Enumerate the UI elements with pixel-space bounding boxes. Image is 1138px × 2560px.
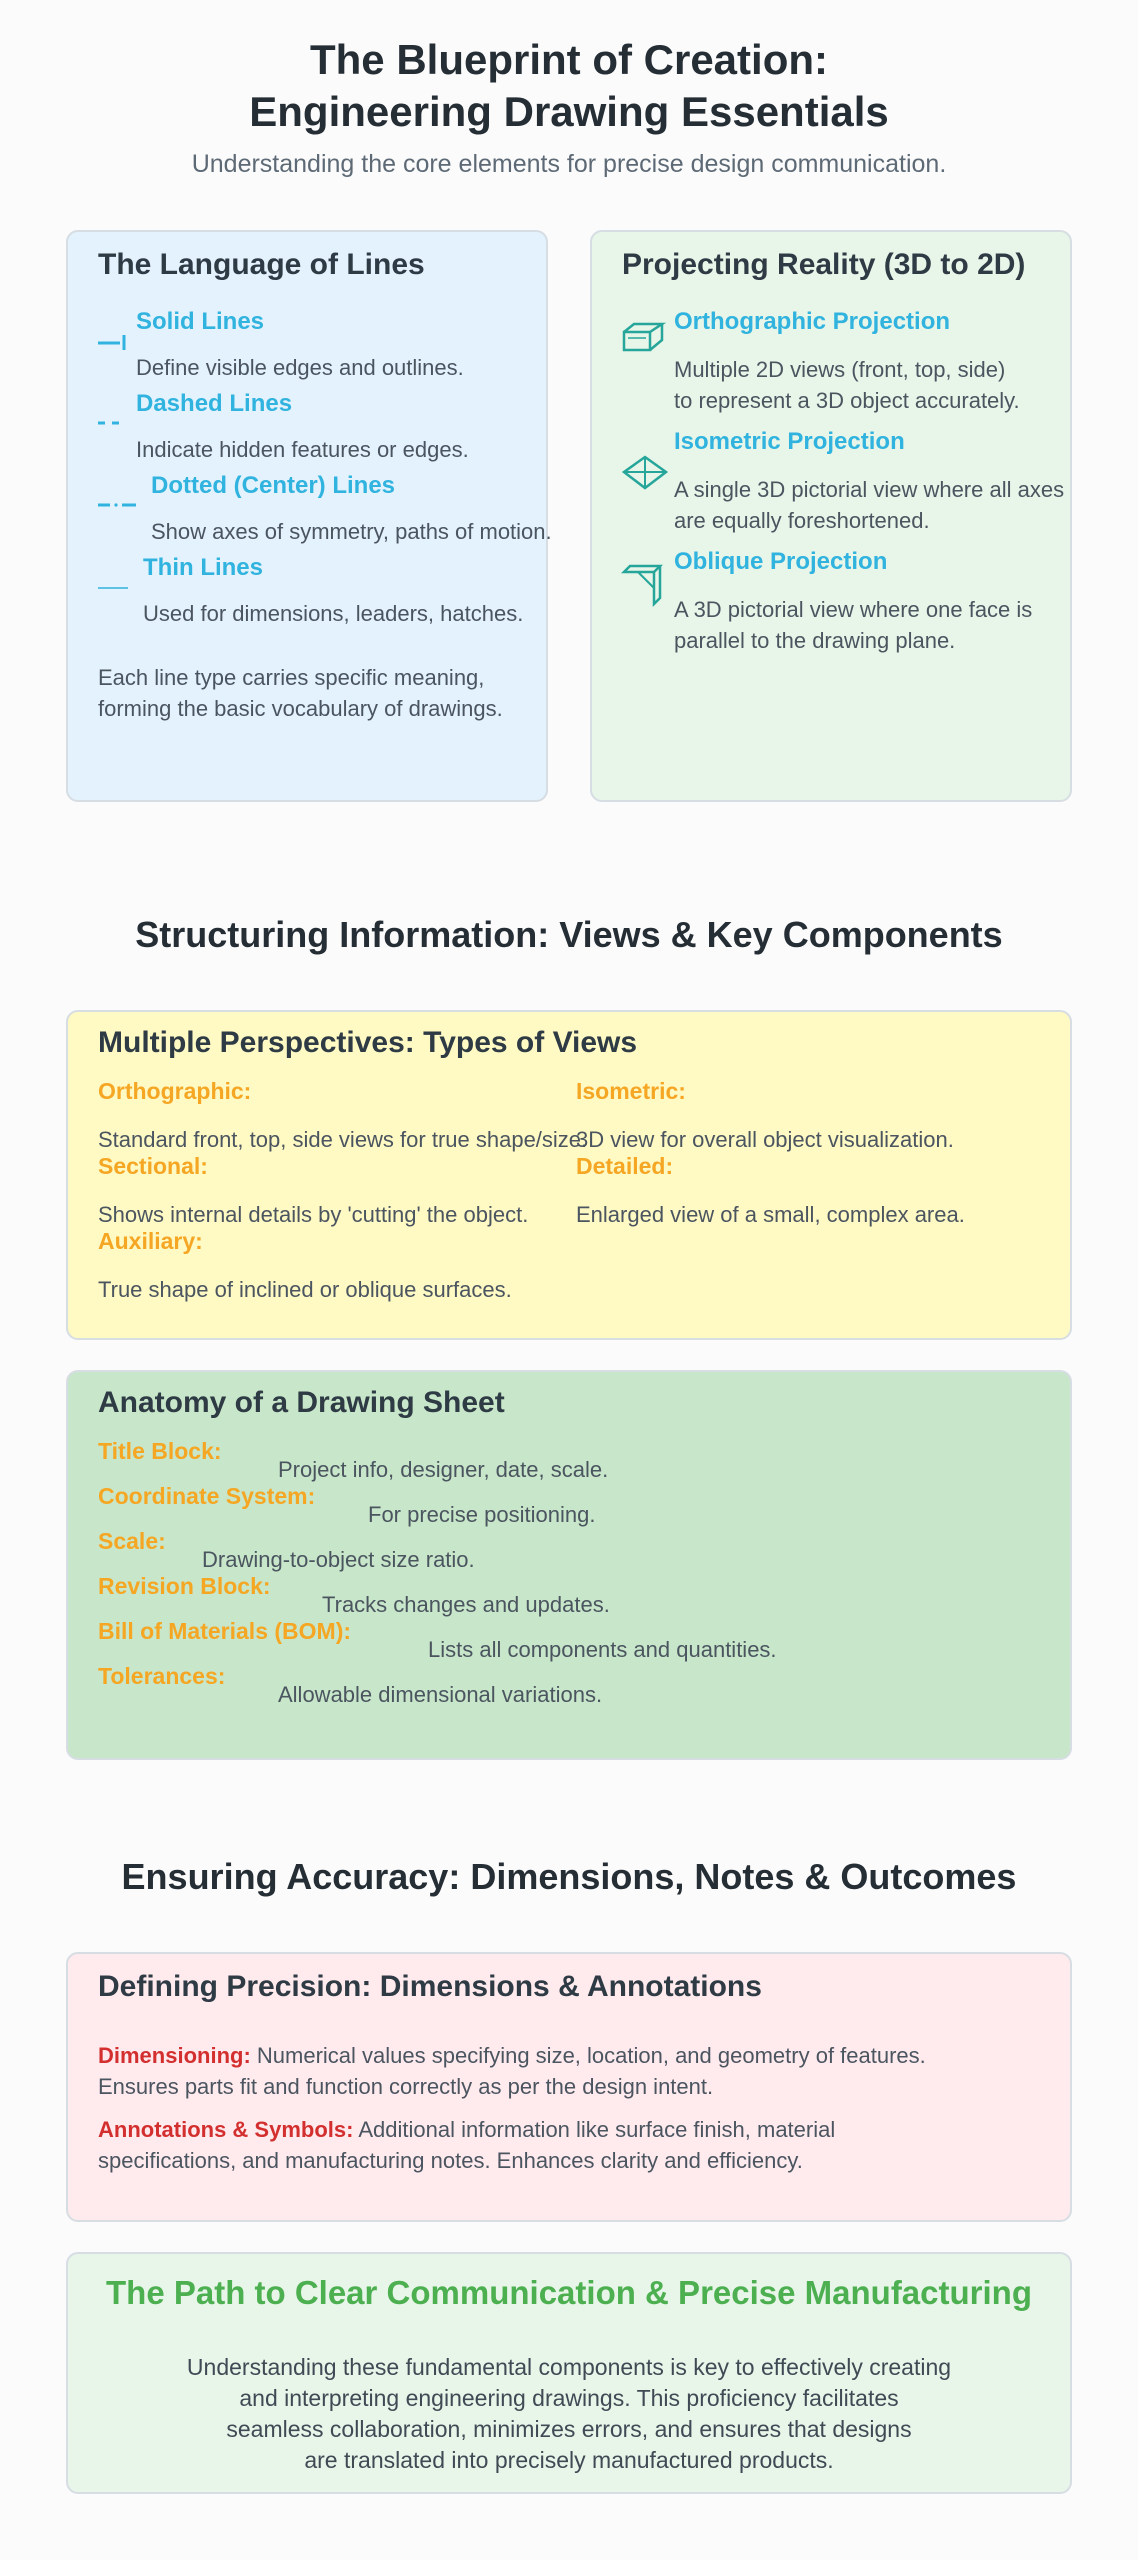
solid-lines-desc: Define visible edges and outlines. xyxy=(136,355,464,380)
orthographic-desc-line1: Multiple 2D views (front, top, side) xyxy=(674,357,1006,382)
sheet-label-bom: Bill of Materials (BOM): xyxy=(98,1618,352,1644)
solid-lines-label: Solid Lines xyxy=(136,308,265,335)
view-desc-auxiliary: True shape of inclined or oblique surfac… xyxy=(98,1277,512,1302)
sheet-label-tolerances: Tolerances: xyxy=(98,1663,226,1689)
path-paragraph: Understanding these fundamental componen… xyxy=(68,2352,1070,2476)
page-subtitle: Understanding the core elements for prec… xyxy=(191,150,947,178)
path-card: The Path to Clear Communication & Precis… xyxy=(66,2252,1072,2494)
view-desc-sectional: Shows internal details by 'cutting' the … xyxy=(98,1202,529,1227)
view-label-sectional: Sectional: xyxy=(98,1153,208,1179)
sheet-desc-scale: Drawing-to-object size ratio. xyxy=(202,1547,475,1572)
center-lines-label: Dotted (Center) Lines xyxy=(151,472,396,499)
oblique-desc-line2: parallel to the drawing plane. xyxy=(674,628,956,653)
thin-lines-desc: Used for dimensions, leaders, hatches. xyxy=(143,601,524,626)
view-label-orthographic: Orthographic: xyxy=(98,1078,252,1104)
lines-card: The Language of Lines Solid Lines Define… xyxy=(66,230,552,802)
precision-card-title: Defining Precision: Dimensions & Annotat… xyxy=(98,1970,762,2003)
sheet-label-revision-block: Revision Block: xyxy=(98,1573,271,1599)
view-label-auxiliary: Auxiliary: xyxy=(98,1228,203,1254)
sheet-desc-revision-block: Tracks changes and updates. xyxy=(322,1592,610,1617)
orthographic-desc-line2: to represent a 3D object accurately. xyxy=(674,388,1020,413)
page-title-line2: Engineering Drawing Essentials xyxy=(249,88,889,135)
view-desc-detailed: Enlarged view of a small, complex area. xyxy=(576,1202,965,1227)
thin-line-icon xyxy=(98,576,132,601)
dimensioning-line1: Dimensioning: Numerical values specifyin… xyxy=(98,2040,1048,2071)
sheet-desc-title-block: Project info, designer, date, scale. xyxy=(278,1457,609,1482)
path-line-3: seamless collaboration, minimizes errors… xyxy=(226,2416,912,2442)
precision-card: Defining Precision: Dimensions & Annotat… xyxy=(66,1952,1072,2222)
orthographic-icon xyxy=(620,318,667,363)
oblique-label: Oblique Projection xyxy=(674,548,888,575)
sheet-card: Anatomy of a Drawing Sheet Title Block: … xyxy=(66,1370,1072,1760)
view-label-isometric: Isometric: xyxy=(576,1078,686,1104)
sheet-card-title: Anatomy of a Drawing Sheet xyxy=(98,1386,505,1419)
thin-lines-label: Thin Lines xyxy=(143,554,263,581)
views-card-title: Multiple Perspectives: Types of Views xyxy=(98,1026,638,1059)
views-card: Multiple Perspectives: Types of Views Or… xyxy=(66,1010,1072,1340)
sheet-desc-bom: Lists all components and quantities. xyxy=(428,1637,777,1662)
annotations-paragraph: Annotations & Symbols: Additional inform… xyxy=(98,2114,1048,2176)
dashed-line-icon xyxy=(98,412,128,437)
oblique-desc-line1: A 3D pictorial view where one face is xyxy=(674,597,1033,622)
projection-card-title: Projecting Reality (3D to 2D) xyxy=(622,248,1026,281)
isometric-desc-line1: A single 3D pictorial view where all axe… xyxy=(674,477,1065,502)
path-line-1: Understanding these fundamental componen… xyxy=(186,2354,952,2380)
isometric-desc-line2: are equally foreshortened. xyxy=(674,508,930,533)
annotations-text1: Additional information like surface fini… xyxy=(353,2117,836,2142)
sheet-desc-tolerances: Allowable dimensional variations. xyxy=(278,1682,603,1707)
sheet-label-coordinate-system: Coordinate System: xyxy=(98,1483,316,1509)
section-title-ensuring: Ensuring Accuracy: Dimensions, Notes & O… xyxy=(121,1856,1017,1897)
dimensioning-text2: Ensures parts fit and function correctly… xyxy=(98,2074,714,2099)
orthographic-label: Orthographic Projection xyxy=(674,308,951,335)
section-title-structuring: Structuring Information: Views & Key Com… xyxy=(135,914,1003,955)
solid-line-icon xyxy=(98,332,128,357)
sheet-label-title-block: Title Block: xyxy=(98,1438,222,1464)
page-title: The Blueprint of Creation: Engineering D… xyxy=(0,34,1138,138)
projection-card: Projecting Reality (3D to 2D) Orthograph… xyxy=(590,230,1072,802)
sheet-label-scale: Scale: xyxy=(98,1528,166,1554)
dimensioning-text1: Numerical values specifying size, locati… xyxy=(250,2043,926,2068)
center-line-icon xyxy=(98,494,138,519)
view-label-detailed: Detailed: xyxy=(576,1153,674,1179)
sheet-desc-coordinate-system: For precise positioning. xyxy=(368,1502,596,1527)
annotations-text2: specifications, and manufacturing notes.… xyxy=(98,2148,803,2173)
path-card-title: The Path to Clear Communication & Precis… xyxy=(106,2274,1032,2311)
page-title-line1: The Blueprint of Creation: xyxy=(310,36,828,83)
lines-card-title: The Language of Lines xyxy=(98,248,425,281)
dimensioning-label: Dimensioning: xyxy=(98,2043,251,2068)
dimensioning-paragraph: Dimensioning: Numerical values specifyin… xyxy=(98,2040,1048,2102)
lines-footer-line2: forming the basic vocabulary of drawings… xyxy=(98,696,503,721)
center-lines-desc: Show axes of symmetry, paths of motion. xyxy=(151,519,552,544)
isometric-icon xyxy=(620,454,670,499)
annotations-line1: Annotations & Symbols: Additional inform… xyxy=(98,2114,1048,2145)
view-desc-isometric: 3D view for overall object visualization… xyxy=(576,1127,954,1152)
path-line-4: are translated into precisely manufactur… xyxy=(304,2447,834,2473)
path-line-2: and interpreting engineering drawings. T… xyxy=(239,2385,899,2411)
annotations-label: Annotations & Symbols: xyxy=(98,2117,354,2142)
lines-footer-line1: Each line type carries specific meaning, xyxy=(98,665,485,690)
isometric-label: Isometric Projection xyxy=(674,428,905,455)
dashed-lines-label: Dashed Lines xyxy=(136,390,293,417)
view-desc-orthographic: Standard front, top, side views for true… xyxy=(98,1127,588,1152)
oblique-icon xyxy=(620,562,666,613)
dashed-lines-desc: Indicate hidden features or edges. xyxy=(136,437,469,462)
